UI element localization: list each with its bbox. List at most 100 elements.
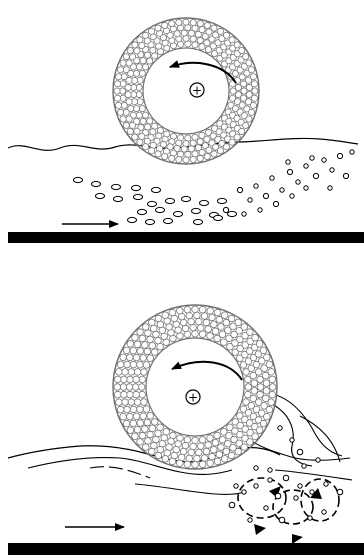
roller-particle xyxy=(137,37,143,43)
particle xyxy=(134,194,143,199)
roller-particle xyxy=(133,106,139,112)
particle xyxy=(322,158,326,162)
roller-particle xyxy=(130,420,137,427)
roller-particle xyxy=(120,116,126,122)
roller-particle xyxy=(137,139,143,145)
roller-particle xyxy=(132,433,139,440)
roller-particle xyxy=(114,88,120,94)
roller-particle xyxy=(229,37,235,43)
particle xyxy=(156,207,165,212)
bottom-sublayer-line xyxy=(135,484,245,494)
roller-particle xyxy=(133,354,140,361)
roller-particle xyxy=(188,318,195,325)
particle xyxy=(92,181,101,186)
roller-particle xyxy=(151,442,158,449)
roller-particle xyxy=(134,369,141,376)
roller-particle xyxy=(130,54,136,60)
roller-particle xyxy=(137,361,144,368)
particle xyxy=(96,193,105,198)
roller-particle xyxy=(139,376,146,383)
roller-particle xyxy=(123,122,129,128)
roller-particle xyxy=(147,413,154,420)
roller-particle xyxy=(155,151,161,157)
roller-particle xyxy=(163,429,170,436)
roller-particle xyxy=(223,144,229,150)
roller-particle xyxy=(241,324,248,331)
particle xyxy=(280,188,284,192)
roller-particle xyxy=(248,109,254,115)
roller-particle xyxy=(216,451,223,458)
roller-particle xyxy=(136,112,142,118)
roller-particle xyxy=(132,334,139,341)
roller-particle xyxy=(190,140,196,146)
roller-particle xyxy=(192,134,198,140)
roller-particle xyxy=(192,306,199,313)
roller-particle xyxy=(142,342,149,349)
roller-particle xyxy=(264,354,271,361)
roller-particle xyxy=(190,36,196,42)
roller-particle xyxy=(148,28,154,34)
roller-particle xyxy=(177,460,184,467)
roller-particle xyxy=(207,308,214,315)
bottom-roller-center-symbol: + xyxy=(188,391,198,405)
roller-particle xyxy=(251,380,258,387)
roller-particle xyxy=(145,330,152,337)
roller-particle xyxy=(127,341,134,348)
roller-particle xyxy=(199,27,205,33)
particle xyxy=(287,169,292,174)
roller-particle xyxy=(155,337,162,344)
roller-particle xyxy=(137,348,144,355)
roller-particle xyxy=(137,439,144,446)
roller-particle xyxy=(134,128,140,134)
top-loose-particles xyxy=(74,150,355,225)
roller-particle xyxy=(197,37,203,43)
roller-particle xyxy=(139,42,145,48)
roller-particle xyxy=(139,335,146,342)
particle xyxy=(290,438,294,442)
roller-particle xyxy=(269,376,276,383)
roller-particle xyxy=(176,19,182,25)
roller-particle xyxy=(126,384,133,391)
roller-particle xyxy=(192,151,198,157)
particle xyxy=(200,200,209,205)
roller-particle xyxy=(252,88,258,94)
particle xyxy=(304,164,308,168)
roller-particle xyxy=(177,308,184,315)
roller-particle xyxy=(130,347,137,354)
roller-particle xyxy=(149,342,156,349)
roller-particle xyxy=(192,25,198,31)
roller-particle xyxy=(126,60,132,66)
roller-particle xyxy=(130,361,137,368)
roller-particle xyxy=(201,455,208,462)
particle xyxy=(270,176,274,180)
roller-particle xyxy=(203,448,210,455)
roller-particle xyxy=(122,369,129,376)
roller-particle xyxy=(151,325,158,332)
roller-particle xyxy=(199,437,206,444)
particle xyxy=(263,193,268,198)
particle xyxy=(192,208,201,213)
roller-particle xyxy=(155,25,161,31)
roller-particle xyxy=(194,455,201,462)
particle xyxy=(234,484,238,488)
roller-particle xyxy=(147,58,153,64)
vortex-circle xyxy=(301,479,339,521)
particle xyxy=(343,173,348,178)
roller-particle xyxy=(196,449,203,456)
particle xyxy=(294,496,298,500)
roller-particle xyxy=(128,369,135,376)
roller-particle xyxy=(130,122,136,128)
roller-particle xyxy=(163,339,170,346)
particle xyxy=(248,198,252,202)
roller-particle xyxy=(190,324,197,331)
roller-particle xyxy=(204,153,210,159)
roller-particle xyxy=(197,21,203,27)
roller-particle xyxy=(196,318,203,325)
roller-particle xyxy=(162,153,168,159)
roller-particle xyxy=(114,95,120,101)
roller-particle xyxy=(211,446,218,453)
particle xyxy=(310,490,314,494)
roller-particle xyxy=(121,391,128,398)
roller-particle xyxy=(197,325,204,332)
